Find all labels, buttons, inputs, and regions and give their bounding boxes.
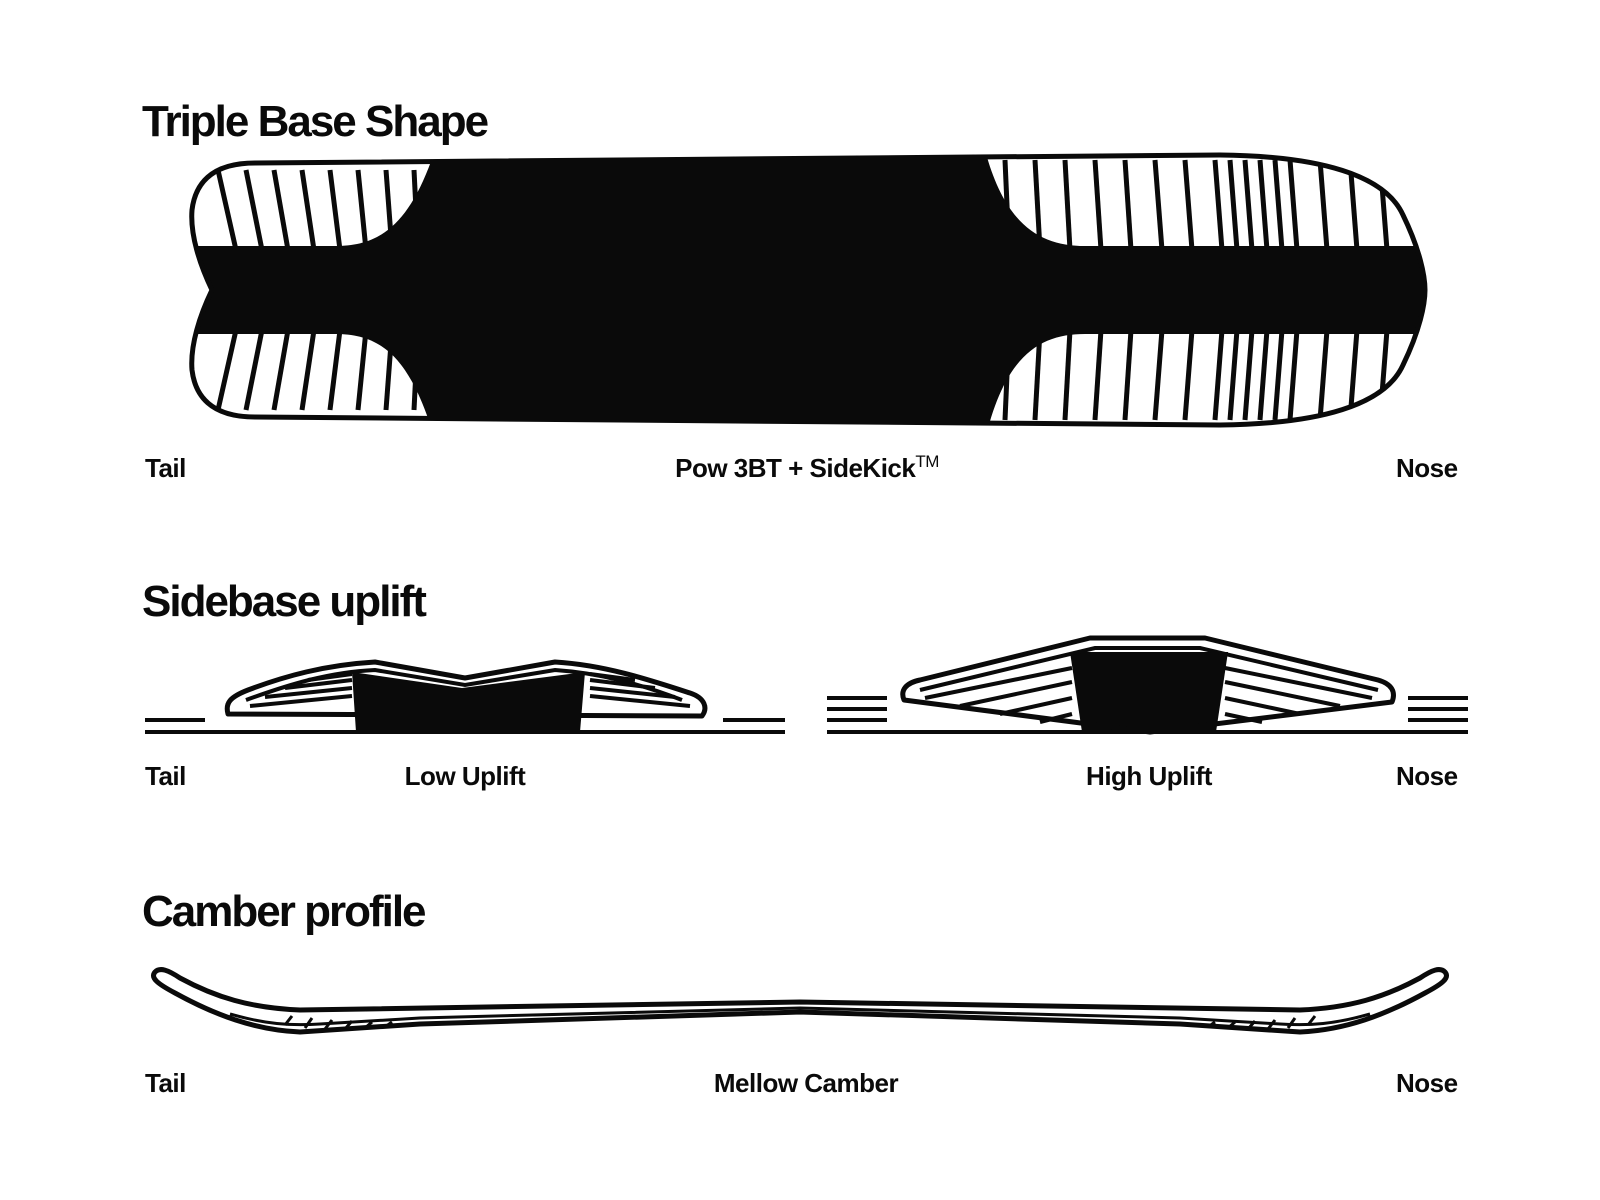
low-uplift-label: Low Uplift	[404, 761, 526, 791]
high-uplift-board	[900, 635, 1396, 735]
triple-base-shape-heading: Triple Base Shape	[142, 97, 489, 146]
camber-profile-heading: Camber profile	[142, 887, 427, 936]
base-nose-label: Nose	[1396, 453, 1458, 483]
high-uplift-label: High Uplift	[1086, 761, 1212, 791]
camber-nose-label: Nose	[1396, 1068, 1458, 1098]
sidebase-uplift-diagram	[145, 635, 1468, 735]
trademark-mark: TM	[915, 452, 939, 471]
base-model-caption: Pow 3BT + SideKickTM	[675, 452, 939, 483]
uplift-tail-label: Tail	[145, 761, 186, 791]
board-base-graphic	[191, 155, 1425, 425]
camber-tail-label: Tail	[145, 1068, 186, 1098]
low-uplift-board	[224, 659, 708, 732]
camber-type-caption: Mellow Camber	[713, 1068, 899, 1098]
base-tail-label: Tail	[145, 453, 186, 483]
sidebase-uplift-heading: Sidebase uplift	[142, 577, 427, 626]
base-model-name: Pow 3BT + SideKick	[675, 453, 916, 483]
camber-profile-diagram	[151, 967, 1449, 1035]
uplift-nose-label: Nose	[1396, 761, 1458, 791]
triple-base-shape-diagram	[189, 152, 1428, 428]
